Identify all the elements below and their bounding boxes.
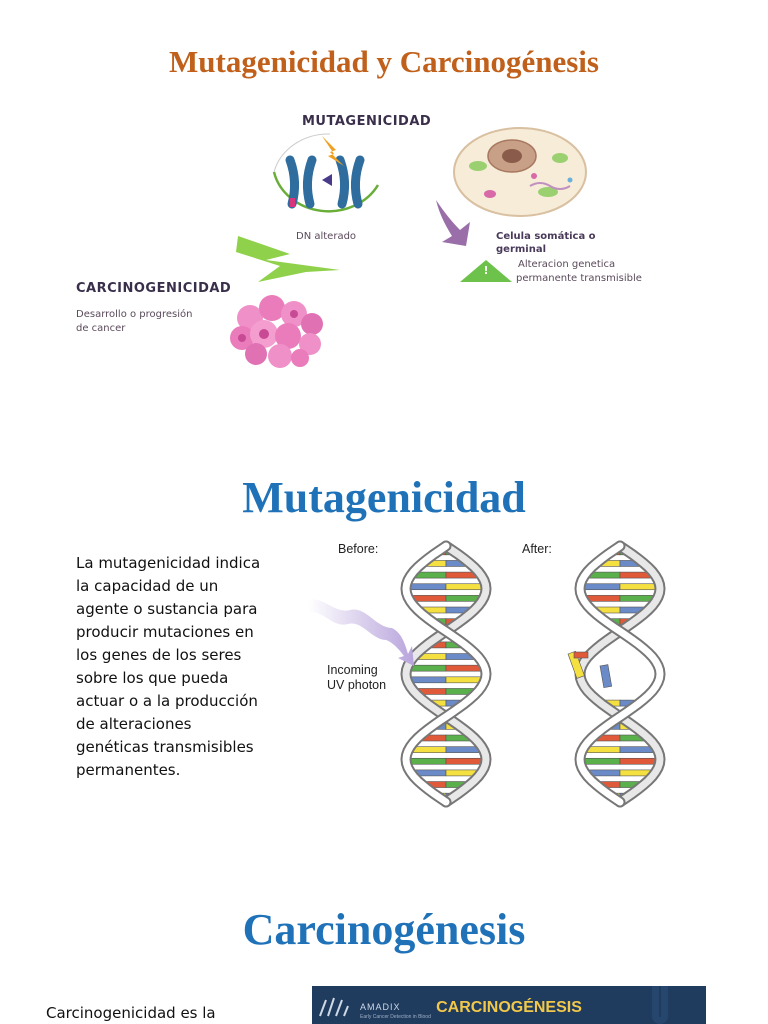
celula-label-line1: Celula somática o bbox=[496, 231, 596, 242]
damaged-base bbox=[599, 664, 613, 689]
dna-figure: Before: After: Incoming UV photon bbox=[300, 536, 680, 812]
uv-photon-arrow-icon bbox=[308, 599, 414, 666]
green-arrow-icon bbox=[236, 236, 340, 282]
paragraph-line: genéticas transmisibles bbox=[76, 738, 254, 756]
incoming-label-line2: UV photon bbox=[327, 678, 387, 692]
mutagenicity-paragraph: La mutagenicidad indica la capacidad de … bbox=[76, 552, 272, 782]
banner-brand: AMADIX bbox=[360, 1002, 401, 1012]
section3-title: Carcinogénesis bbox=[242, 905, 526, 954]
paragraph-line: la capacidad de un bbox=[76, 577, 219, 595]
cell-icon bbox=[453, 127, 587, 217]
paragraph-line: permanentes. bbox=[76, 761, 181, 779]
banner-title: CARCINOGÉNESIS bbox=[436, 999, 582, 1016]
paragraph-line: los genes de los seres bbox=[76, 646, 242, 664]
dna-after-helix bbox=[567, 540, 666, 808]
desarrollo-label-line1: Desarrollo o progresión bbox=[76, 309, 193, 320]
carcinogenicidad-label: CARCINOGENICIDAD bbox=[76, 281, 232, 296]
dn-alterado-label: DN alterado bbox=[296, 231, 357, 242]
carcinogenesis-banner: AMADIX Early Cancer Detection in Blood C… bbox=[312, 986, 706, 1024]
paragraph-line: agente o sustancia para bbox=[76, 600, 258, 618]
purple-arrow-icon bbox=[436, 200, 470, 246]
section1-title: Mutagenicidad y Carcinogénesis bbox=[169, 44, 599, 79]
damaged-base bbox=[567, 650, 585, 679]
paragraph-line: sobre los que pueda bbox=[76, 669, 229, 687]
paragraph-line: de alteraciones bbox=[76, 715, 192, 733]
chromosome-icon bbox=[272, 133, 380, 213]
paragraph-line: actuar o a la producción bbox=[76, 692, 258, 710]
dna-figure-graphic bbox=[308, 540, 666, 808]
warning-icon bbox=[460, 260, 512, 282]
mutagenicity-figure-graphic bbox=[230, 127, 587, 368]
damaged-base bbox=[573, 651, 589, 659]
celula-label-line2: germinal bbox=[496, 244, 547, 255]
alteracion-label-line2: permanente transmisible bbox=[516, 273, 642, 284]
desarrollo-label-line2: de cancer bbox=[76, 323, 126, 334]
warning-symbol: ! bbox=[483, 264, 489, 277]
mutagenicity-figure: MUTAGENICIDAD DN alterado Celula somátic… bbox=[60, 100, 680, 370]
dna-before-helix bbox=[400, 540, 492, 808]
cancer-cells-icon bbox=[230, 295, 323, 368]
incoming-label-line1: Incoming bbox=[327, 663, 378, 677]
section2-title: Mutagenicidad bbox=[242, 473, 526, 522]
banner-decoration bbox=[652, 986, 668, 1024]
dna-backbone bbox=[576, 542, 664, 806]
amadix-logo-icon bbox=[319, 997, 349, 1017]
banner-tagline: Early Cancer Detection in Blood bbox=[360, 1014, 431, 1020]
before-label: Before: bbox=[338, 542, 379, 556]
paragraph-line: La mutagenicidad indica bbox=[76, 554, 261, 572]
paragraph-line: producir mutaciones en bbox=[76, 623, 254, 641]
alteracion-label-line1: Alteracion genetica bbox=[518, 259, 616, 270]
dna-backbone bbox=[402, 542, 490, 806]
after-label: After: bbox=[522, 542, 552, 556]
mutagenicidad-label: MUTAGENICIDAD bbox=[302, 114, 432, 129]
dna-backbone bbox=[402, 542, 490, 806]
carcinogenicity-paragraph-start: Carcinogenicidad es la bbox=[46, 1004, 216, 1022]
